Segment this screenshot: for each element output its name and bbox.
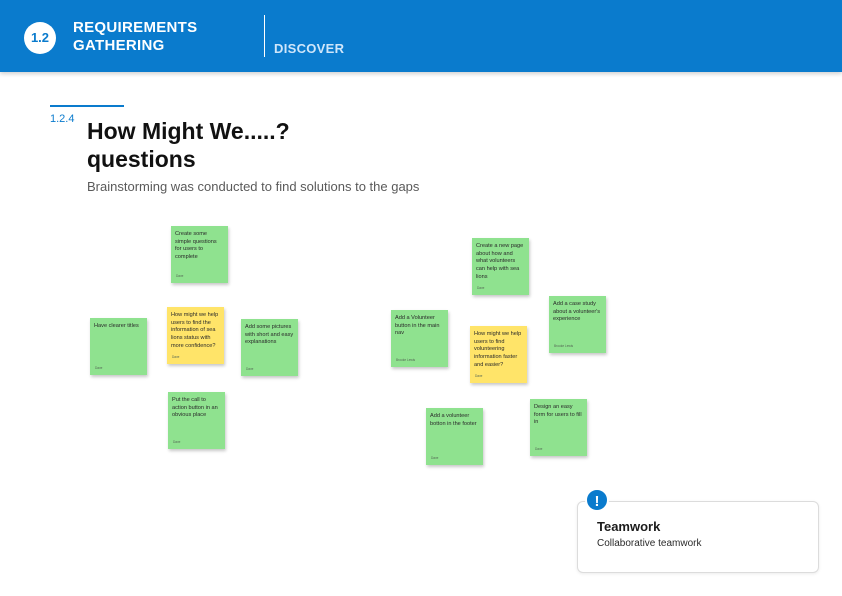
sticky-note-author: Dave [95,366,103,370]
sticky-note-author: Dave [535,447,543,451]
sticky-note-text: Add a case study about a volunteer's exp… [553,301,601,323]
sticky-note[interactable]: Design an easy form for users to fill in… [530,399,587,456]
sticky-note-text: Add a volunteer botton in the footer [430,413,477,427]
page-title-line-2: questions [87,146,196,172]
section-title: REQUIREMENTS GATHERING [73,19,253,55]
sticky-note-author: Dave [172,355,180,359]
sticky-note-text: Create some simple questions for users t… [175,231,217,261]
page-title-line-1: How Might We.....? [87,118,290,144]
sticky-note-text: How might we help users to find voluntee… [474,331,522,368]
callout-body: Collaborative teamwork [597,538,702,549]
sticky-note[interactable]: Have clearer titles Dave [90,318,147,375]
section-title-line-2: GATHERING [73,37,165,54]
sticky-note[interactable]: Put the call to action button in an obvi… [168,392,225,449]
callout-title: Teamwork [597,519,661,534]
header-divider [264,15,265,57]
sticky-note[interactable]: Add a Volunteer button in the main nav B… [391,310,448,367]
sticky-note[interactable]: Create some simple questions for users t… [171,226,228,283]
header-bar: 1.2 REQUIREMENTS GATHERING DISCOVER [0,0,842,72]
page-title: How Might We.....? questions [87,117,407,173]
hmw-question-note[interactable]: How might we help users to find the info… [167,307,224,364]
page-subtitle: Brainstorming was conducted to find solu… [87,179,420,194]
sticky-note-author: Dave [475,374,483,378]
sticky-note-text: Design an easy form for users to fill in [534,404,582,426]
sticky-note-text: Have clearer titles [94,323,139,329]
sticky-note-author: Dave [246,367,254,371]
sticky-note[interactable]: Create a new page about how and what vol… [472,238,529,295]
sticky-note-author: Dave [176,274,184,278]
sticky-note-author: Brooke Lewis [396,358,416,362]
sticky-note-author: Dave [431,456,439,460]
sticky-note[interactable]: Add a case study about a volunteer's exp… [549,296,606,353]
sticky-note[interactable]: Add some pictures with short and easy ex… [241,319,298,376]
sticky-note-author: Dave [477,286,485,290]
sticky-note-text: How might we help users to find the info… [171,312,219,349]
exclamation-icon: ! [585,488,609,512]
phase-label: DISCOVER [274,41,345,56]
step-number: 1.2.4 [50,113,75,125]
step-rule [50,105,124,107]
sticky-note-text: Add some pictures with short and easy ex… [245,324,294,346]
teamwork-callout-card [577,501,819,573]
section-title-line-1: REQUIREMENTS [73,19,198,36]
section-number-badge: 1.2 [24,22,56,54]
sticky-note-author: Brooke Lewis [554,344,574,348]
sticky-note-text: Put the call to action button in an obvi… [172,397,218,419]
sticky-note-text: Create a new page about how and what vol… [476,243,524,280]
sticky-note-author: Dave [173,440,181,444]
hmw-question-note[interactable]: How might we help users to find voluntee… [470,326,527,383]
sticky-note[interactable]: Add a volunteer botton in the footer Dav… [426,408,483,465]
sticky-note-text: Add a Volunteer button in the main nav [395,315,440,337]
